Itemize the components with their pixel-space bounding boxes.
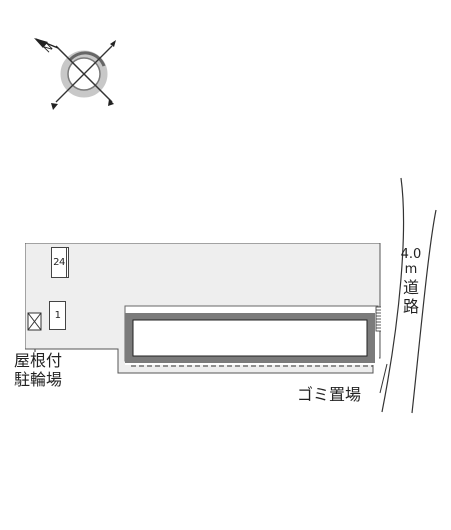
road-name-char: 道: [402, 277, 419, 297]
parking-stall: 1: [49, 301, 66, 330]
road-name-char: 路: [402, 296, 419, 316]
road-unit-label: m: [404, 262, 418, 278]
parking-lot: 5 6 7 8 9 10 11 12 13 14 15 16 17 18 19 …: [25, 243, 381, 379]
road-label: 4.0 m 道 路: [398, 247, 424, 316]
compass-icon: N: [34, 38, 116, 110]
road-width-label: 4.0: [400, 247, 422, 262]
parking-stall: 24: [51, 247, 67, 278]
garbage-area-label: ゴミ置場: [297, 385, 362, 404]
bicycle-parking-icon: [27, 312, 42, 331]
bicycle-parking-label: 屋根付 駐輪場: [14, 351, 63, 389]
